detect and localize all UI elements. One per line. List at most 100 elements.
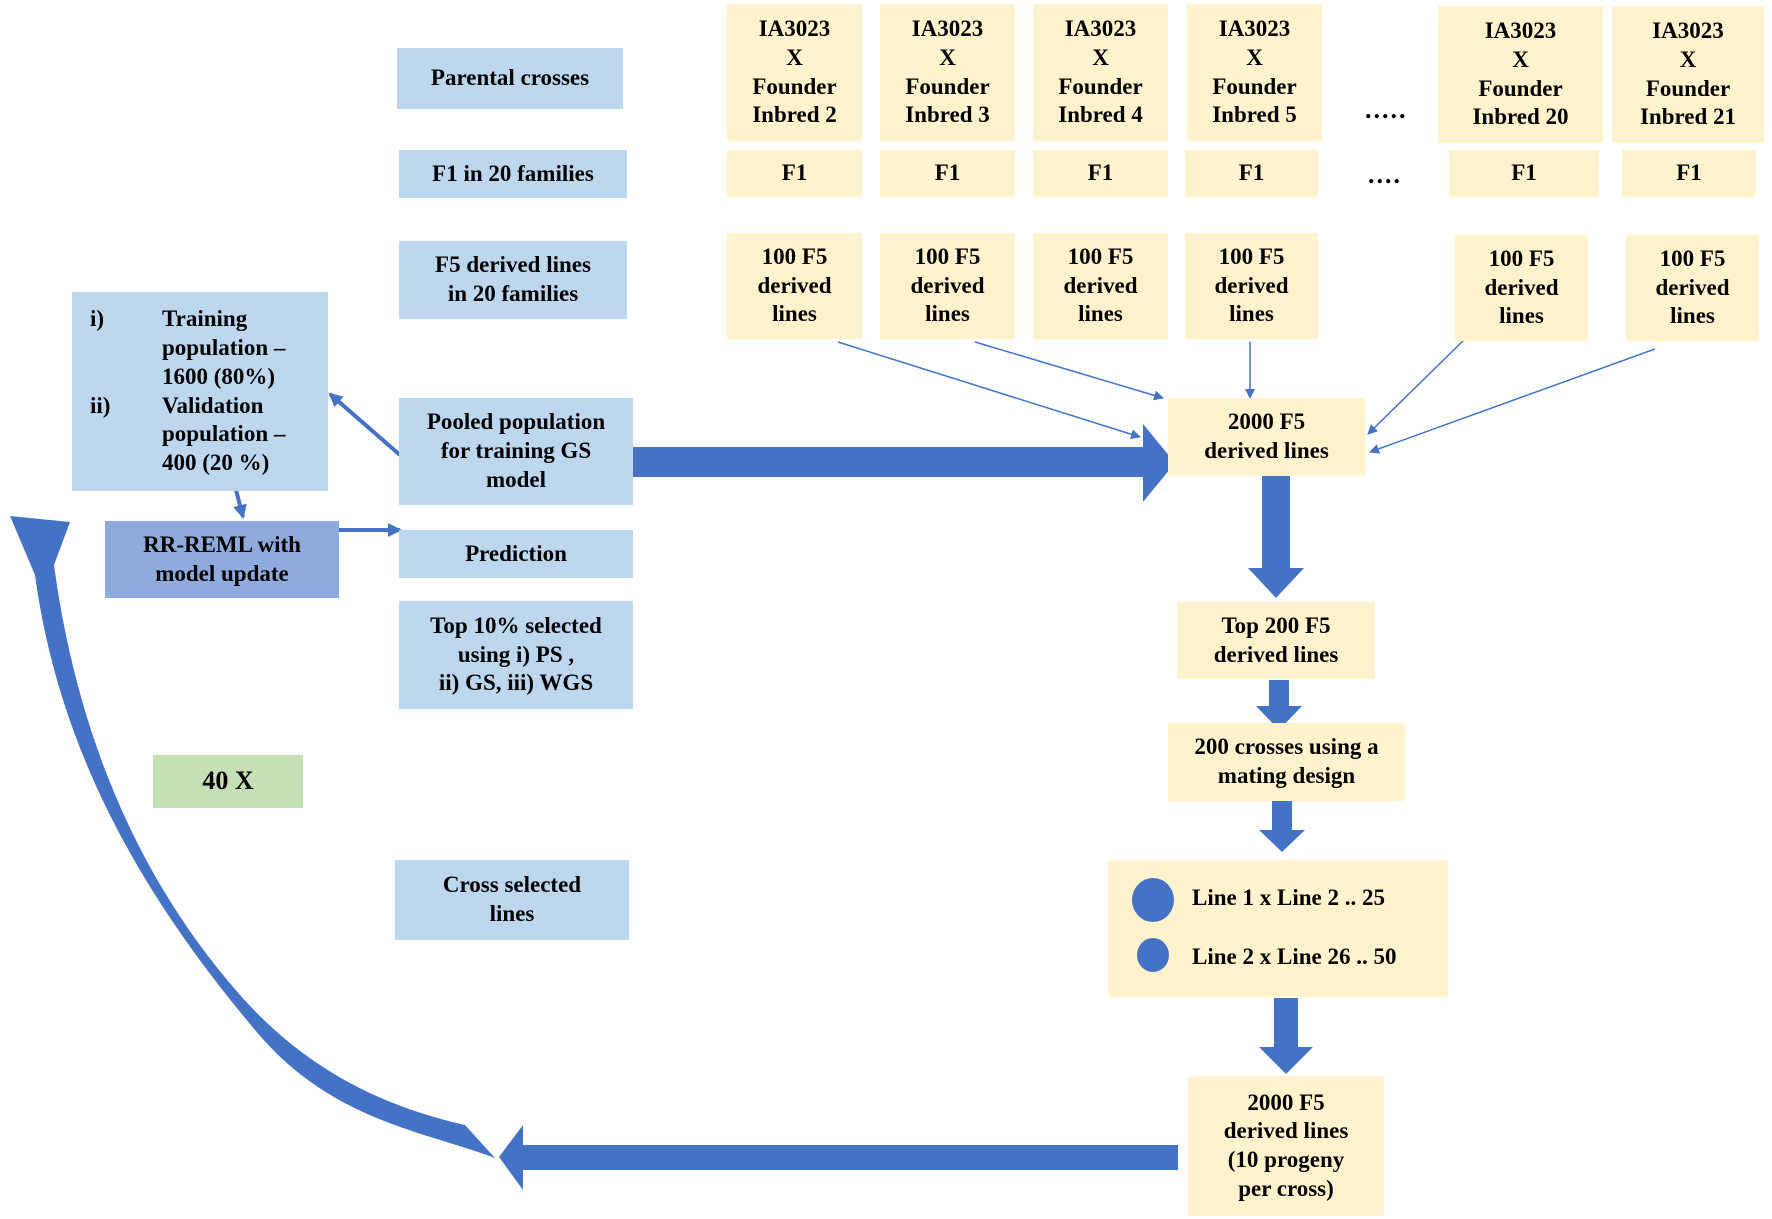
cross-inbred: Inbred 20 [1472,104,1569,130]
parental-cross-6: IA3023 X Founder Inbred 21 [1612,6,1764,143]
cross-founder: Founder [1058,73,1143,99]
ellipsis-row-1: ..... [1365,95,1408,124]
validation-line: population – [162,421,286,447]
validation-line: 400 (20 %) [162,450,270,475]
f1-text: F1 [934,160,961,186]
crosses-200-mating: 200 crosses using a mating design [1168,723,1405,801]
f1-family-4: F1 [1185,150,1318,197]
f1-text: F1 [1087,160,1114,186]
label-line: lines [489,901,535,926]
f5-line: 100 F5 [1218,243,1285,269]
cross-founder: Founder [905,73,990,99]
f5-line: 100 F5 [761,243,828,269]
parental-cross-2: IA3023 X Founder Inbred 3 [880,4,1015,141]
flow-line: derived lines [1223,1118,1349,1144]
f1-family-3: F1 [1033,150,1168,197]
training-line: 1600 (80%) [162,363,276,389]
training-line: population – [162,335,286,360]
cross-inbred: Inbred 3 [905,102,990,128]
f1-text: F1 [1238,160,1265,186]
f5-line: 100 F5 [1488,245,1555,271]
ellipsis-row-2: .... [1368,160,1402,189]
cross-founder: Founder [1645,75,1731,101]
cross-x: X [1512,46,1529,72]
f1-family-6: F1 [1622,150,1756,197]
training-row: i) Training population – 1600 (80%) [72,305,328,391]
label-f5-derived: F5 derived lines in 20 families [399,241,627,319]
f1-text: F1 [1676,160,1702,186]
validation-text: Validation population – 400 (20 %) [162,392,328,478]
cycles-text: 40 X [202,766,254,796]
f1-family-2: F1 [880,150,1015,197]
cross-inbred: Inbred 4 [1058,102,1143,128]
label-line: model [485,466,547,492]
arrow-top200-to-crosses [1256,680,1302,730]
cross-example-1: Line 1 x Line 2 .. 25 [1192,885,1385,910]
link-family-2 [974,341,1164,401]
validation-num: ii) [90,392,111,418]
flow-line: 2000 F5 [1227,409,1306,435]
dot-small [1137,938,1169,972]
f5-line: 100 F5 [1659,245,1726,271]
label-top10-selected: Top 10% selected using i) PS , ii) GS, i… [399,601,633,709]
cross-inbred: Inbred 21 [1639,104,1737,130]
arrow-2000-to-top200 [1248,476,1304,598]
cross-example-2: Line 2 x Line 26 .. 50 [1192,944,1397,969]
parental-cross-5: IA3023 X Founder Inbred 20 [1438,6,1603,143]
validation-line: Validation [162,392,264,418]
cross-dots [1132,878,1174,972]
flow-line: 2000 F5 [1247,1089,1325,1115]
f5-line: derived [1214,272,1289,298]
label-line: model update [155,560,289,586]
training-text: Training population – 1600 (80%) [162,305,328,391]
arrow-crosses-to-lines [1259,801,1305,852]
flow-line: (10 progeny [1227,1147,1345,1172]
link-family-6 [1369,348,1656,454]
label-line: using i) PS , [457,641,575,667]
link-family-1 [837,341,1141,440]
f1-text: F1 [1511,160,1537,186]
label-text: F1 in 20 families [432,160,594,186]
f5-line: derived [1063,272,1138,298]
label-text: Prediction [465,540,567,566]
cross-x: X [939,44,956,70]
f5-line: 100 F5 [1067,243,1134,269]
f5-line: derived [1655,274,1730,300]
arrow-lines-to-progeny [1259,998,1313,1074]
cross-founder: Founder [752,73,837,99]
cross-founder: Founder [1478,75,1563,101]
cross-inbred: Inbred 2 [752,102,837,128]
f5-family-1: 100 F5 derived lines [727,233,862,339]
label-cross-selected: Cross selected lines [395,860,629,940]
flow-line: Top 200 F5 [1221,612,1331,638]
arrow-pooled-to-2000 [632,424,1175,502]
cross-parent: IA3023 [911,16,984,41]
flow-line: mating design [1217,763,1356,788]
f5-family-2: 100 F5 derived lines [880,233,1015,339]
flow-line: derived lines [1204,438,1329,463]
label-text: Parental crosses [430,65,590,91]
dot-large [1132,878,1174,922]
cross-x: X [1246,44,1263,70]
label-line: Cross selected [442,872,582,898]
f1-family-5: F1 [1449,150,1599,197]
f5-line: derived [910,272,985,298]
cross-parent: IA3023 [758,16,831,41]
cross-parent: IA3023 [1064,16,1137,41]
cross-inbred: Inbred 5 [1212,102,1297,128]
f1-family-1: F1 [727,150,862,197]
label-line: Top 10% selected [430,612,602,638]
parental-cross-4: IA3023 X Founder Inbred 5 [1187,4,1322,141]
arrow-split-to-reml [233,489,247,519]
label-line: ii) GS, iii) WGS [438,670,594,696]
f5-family-4: 100 F5 derived lines [1185,233,1318,339]
pooled-2000-lines: 2000 F5 derived lines [1168,398,1365,476]
validation-row: ii) Validation population – 400 (20 %) [72,392,328,478]
label-pooled-population: Pooled population for training GS model [399,398,633,505]
label-line: Pooled population [426,409,606,435]
flow-line: derived lines [1213,641,1339,667]
model-rr-reml: RR-REML with model update [105,521,339,598]
cross-examples-box: Line 1 x Line 2 .. 25 Line 2 x Line 26 .… [1108,860,1448,997]
label-line: in 20 families [447,281,579,306]
link-family-5 [1367,333,1471,435]
